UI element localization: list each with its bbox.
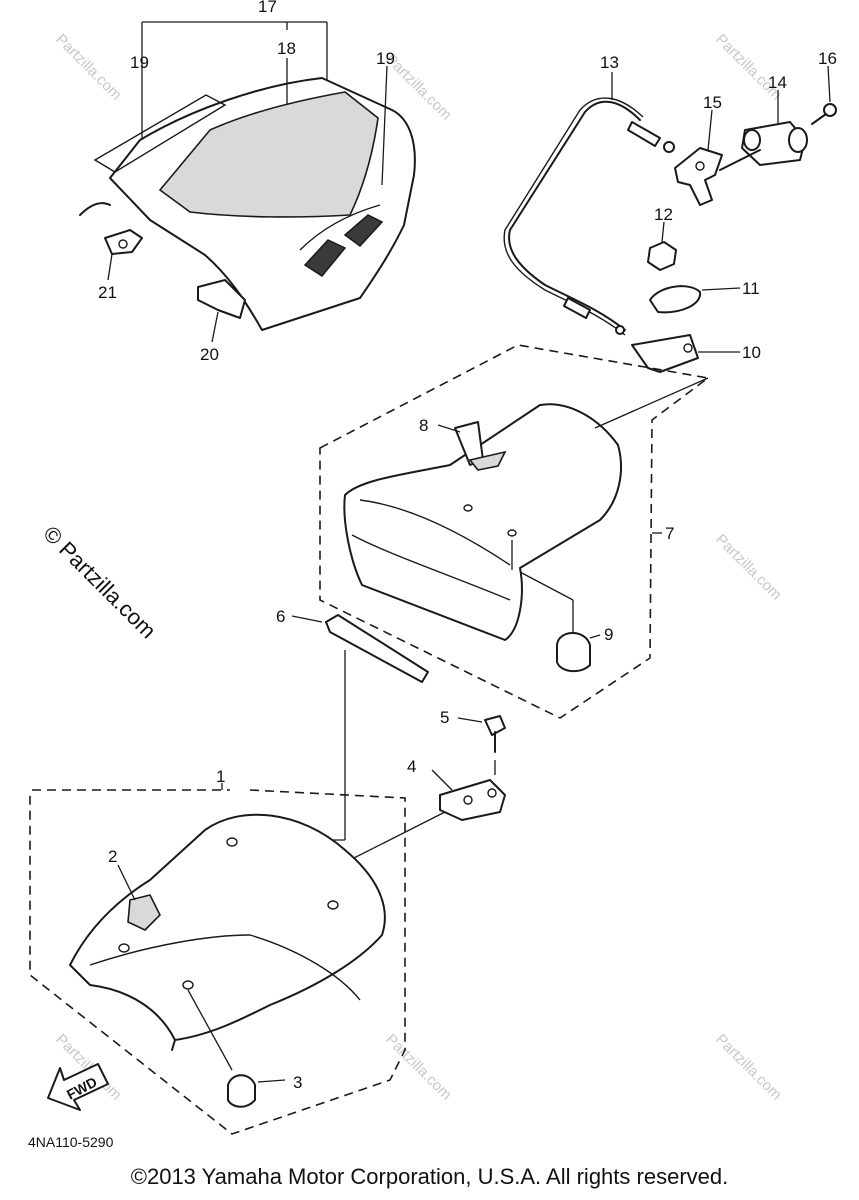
callouts: 1 2 3 4 5 6 7 8 9 10 11 12 13 14 15 16 1… <box>98 0 837 1092</box>
callout-12: 12 <box>654 205 673 224</box>
part-3-damper <box>227 1074 286 1108</box>
part-14-lock-cylinder <box>719 90 808 171</box>
watermark: Partzilla.com <box>712 31 785 104</box>
part-7-rear-seat <box>319 344 710 719</box>
part-1-front-seat <box>29 783 406 1135</box>
callout-15: 15 <box>703 93 722 112</box>
diagram-code: 4NA110-5290 <box>28 1134 114 1150</box>
callout-17: 17 <box>258 0 277 16</box>
callout-8: 8 <box>419 416 428 435</box>
part-15-lever <box>674 109 723 206</box>
callout-10: 10 <box>742 343 761 362</box>
callout-2: 2 <box>108 847 117 866</box>
callout-9: 9 <box>604 625 613 644</box>
watermark-main: © Partzilla.com <box>38 521 161 644</box>
callout-14: 14 <box>768 73 787 92</box>
part-20-bracket <box>197 279 246 343</box>
callout-11: 11 <box>742 279 760 298</box>
watermark: Partzilla.com <box>382 1031 455 1104</box>
callout-16: 16 <box>818 49 837 68</box>
part-6-strip <box>291 614 429 841</box>
callout-4: 4 <box>407 757 416 776</box>
watermark: Partzilla.com <box>52 31 125 104</box>
part-5-bolt <box>457 715 506 775</box>
part-16-bolt <box>811 65 837 125</box>
part-9-damper <box>556 632 601 673</box>
callout-19-right: 19 <box>376 49 395 68</box>
watermark: Partzilla.com <box>712 1031 785 1104</box>
callout-1: 1 <box>216 767 225 786</box>
callout-5: 5 <box>440 708 449 727</box>
callout-3: 3 <box>293 1073 302 1092</box>
part-13-cable <box>503 72 675 336</box>
callout-20: 20 <box>200 345 219 364</box>
part-8-strap <box>437 421 507 471</box>
part-4-bracket <box>349 769 506 861</box>
callout-6: 6 <box>276 607 285 626</box>
callout-13: 13 <box>600 53 619 72</box>
watermark: Partzilla.com <box>712 531 785 604</box>
callout-7: 7 <box>665 524 674 543</box>
callout-21: 21 <box>98 283 117 302</box>
callout-19-left: 19 <box>130 53 149 72</box>
part-21-bracket <box>104 229 143 281</box>
fwd-arrow-icon: FWD <box>47 1063 109 1111</box>
copyright-notice: ©2013 Yamaha Motor Corporation, U.S.A. A… <box>130 1164 729 1189</box>
part-2-strap <box>117 864 161 931</box>
part-10-bracket <box>631 334 740 373</box>
callout-18: 18 <box>277 39 296 58</box>
part-11-plate <box>649 285 741 314</box>
part-12-nut <box>647 221 677 271</box>
